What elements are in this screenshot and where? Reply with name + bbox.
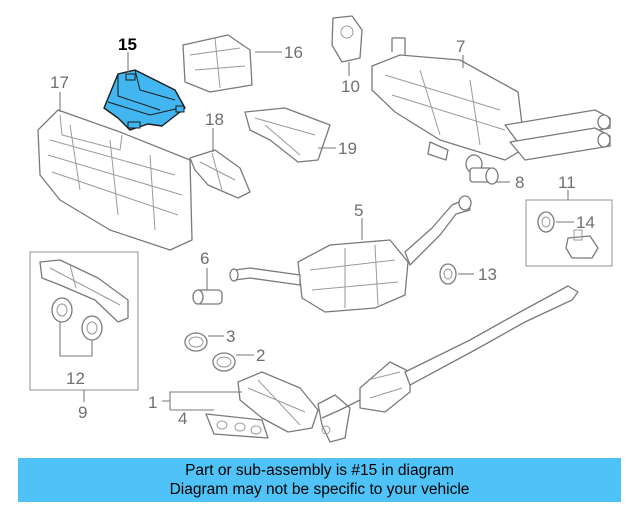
callout-12[interactable]: 12	[66, 369, 85, 388]
part-11-hanger-bracket[interactable]	[565, 229, 599, 259]
part-4-flange-gasket[interactable]	[205, 413, 269, 439]
part-6-clamp[interactable]	[192, 289, 223, 305]
callout-1[interactable]: 1	[148, 393, 157, 412]
callout-16[interactable]: 16	[284, 43, 303, 62]
part-10-hanger[interactable]	[331, 15, 363, 63]
callout-5[interactable]: 5	[354, 201, 363, 220]
part-17-heat-shield[interactable]	[37, 109, 193, 251]
callout-4[interactable]: 4	[178, 409, 187, 428]
part-7-rear-muffler[interactable]	[371, 37, 611, 161]
part-1-front-pipe-catalytic-converter[interactable]	[237, 285, 579, 443]
callout-7[interactable]: 7	[456, 37, 465, 56]
callout-11[interactable]: 11	[558, 173, 576, 192]
banner-line-2: Diagram may not be specific to your vehi…	[169, 481, 470, 498]
part-14-rubber-mount[interactable]	[537, 211, 555, 233]
banner-line-1: Part or sub-assembly is #15 in diagram	[185, 462, 454, 479]
part-15-heat-shield-highlighted[interactable]	[103, 69, 186, 131]
callout-10[interactable]: 10	[341, 77, 360, 96]
callout-9[interactable]: 9	[78, 403, 87, 422]
part-9-hanger-bracket[interactable]	[39, 259, 129, 323]
part-3-gasket[interactable]	[184, 332, 208, 352]
info-banner: Part or sub-assembly is #15 in diagram D…	[18, 458, 621, 502]
part-8-clamp[interactable]	[465, 154, 499, 185]
box-11	[525, 199, 613, 267]
callout-2[interactable]: 2	[256, 346, 265, 365]
part-16-bracket[interactable]	[182, 34, 253, 93]
leader-1	[162, 391, 242, 411]
callout-19[interactable]: 19	[338, 139, 357, 158]
callout-18[interactable]: 18	[205, 110, 224, 129]
callout-8[interactable]: 8	[515, 173, 524, 192]
callout-13[interactable]: 13	[478, 265, 497, 284]
part-13-rubber-mount[interactable]	[439, 263, 457, 285]
part-19-heat-shield[interactable]	[244, 107, 331, 163]
part-2-gasket[interactable]	[212, 352, 236, 372]
callout-6[interactable]: 6	[200, 249, 209, 268]
leader-12	[59, 322, 93, 357]
part-18-bracket[interactable]	[189, 149, 251, 199]
callout-3[interactable]: 3	[226, 327, 235, 346]
part-12-rubber-mount[interactable]	[51, 297, 103, 341]
callout-14[interactable]: 14	[576, 213, 595, 232]
callout-17[interactable]: 17	[50, 73, 69, 92]
part-5-center-muffler[interactable]	[229, 195, 472, 313]
callout-15[interactable]: 15	[118, 35, 137, 54]
